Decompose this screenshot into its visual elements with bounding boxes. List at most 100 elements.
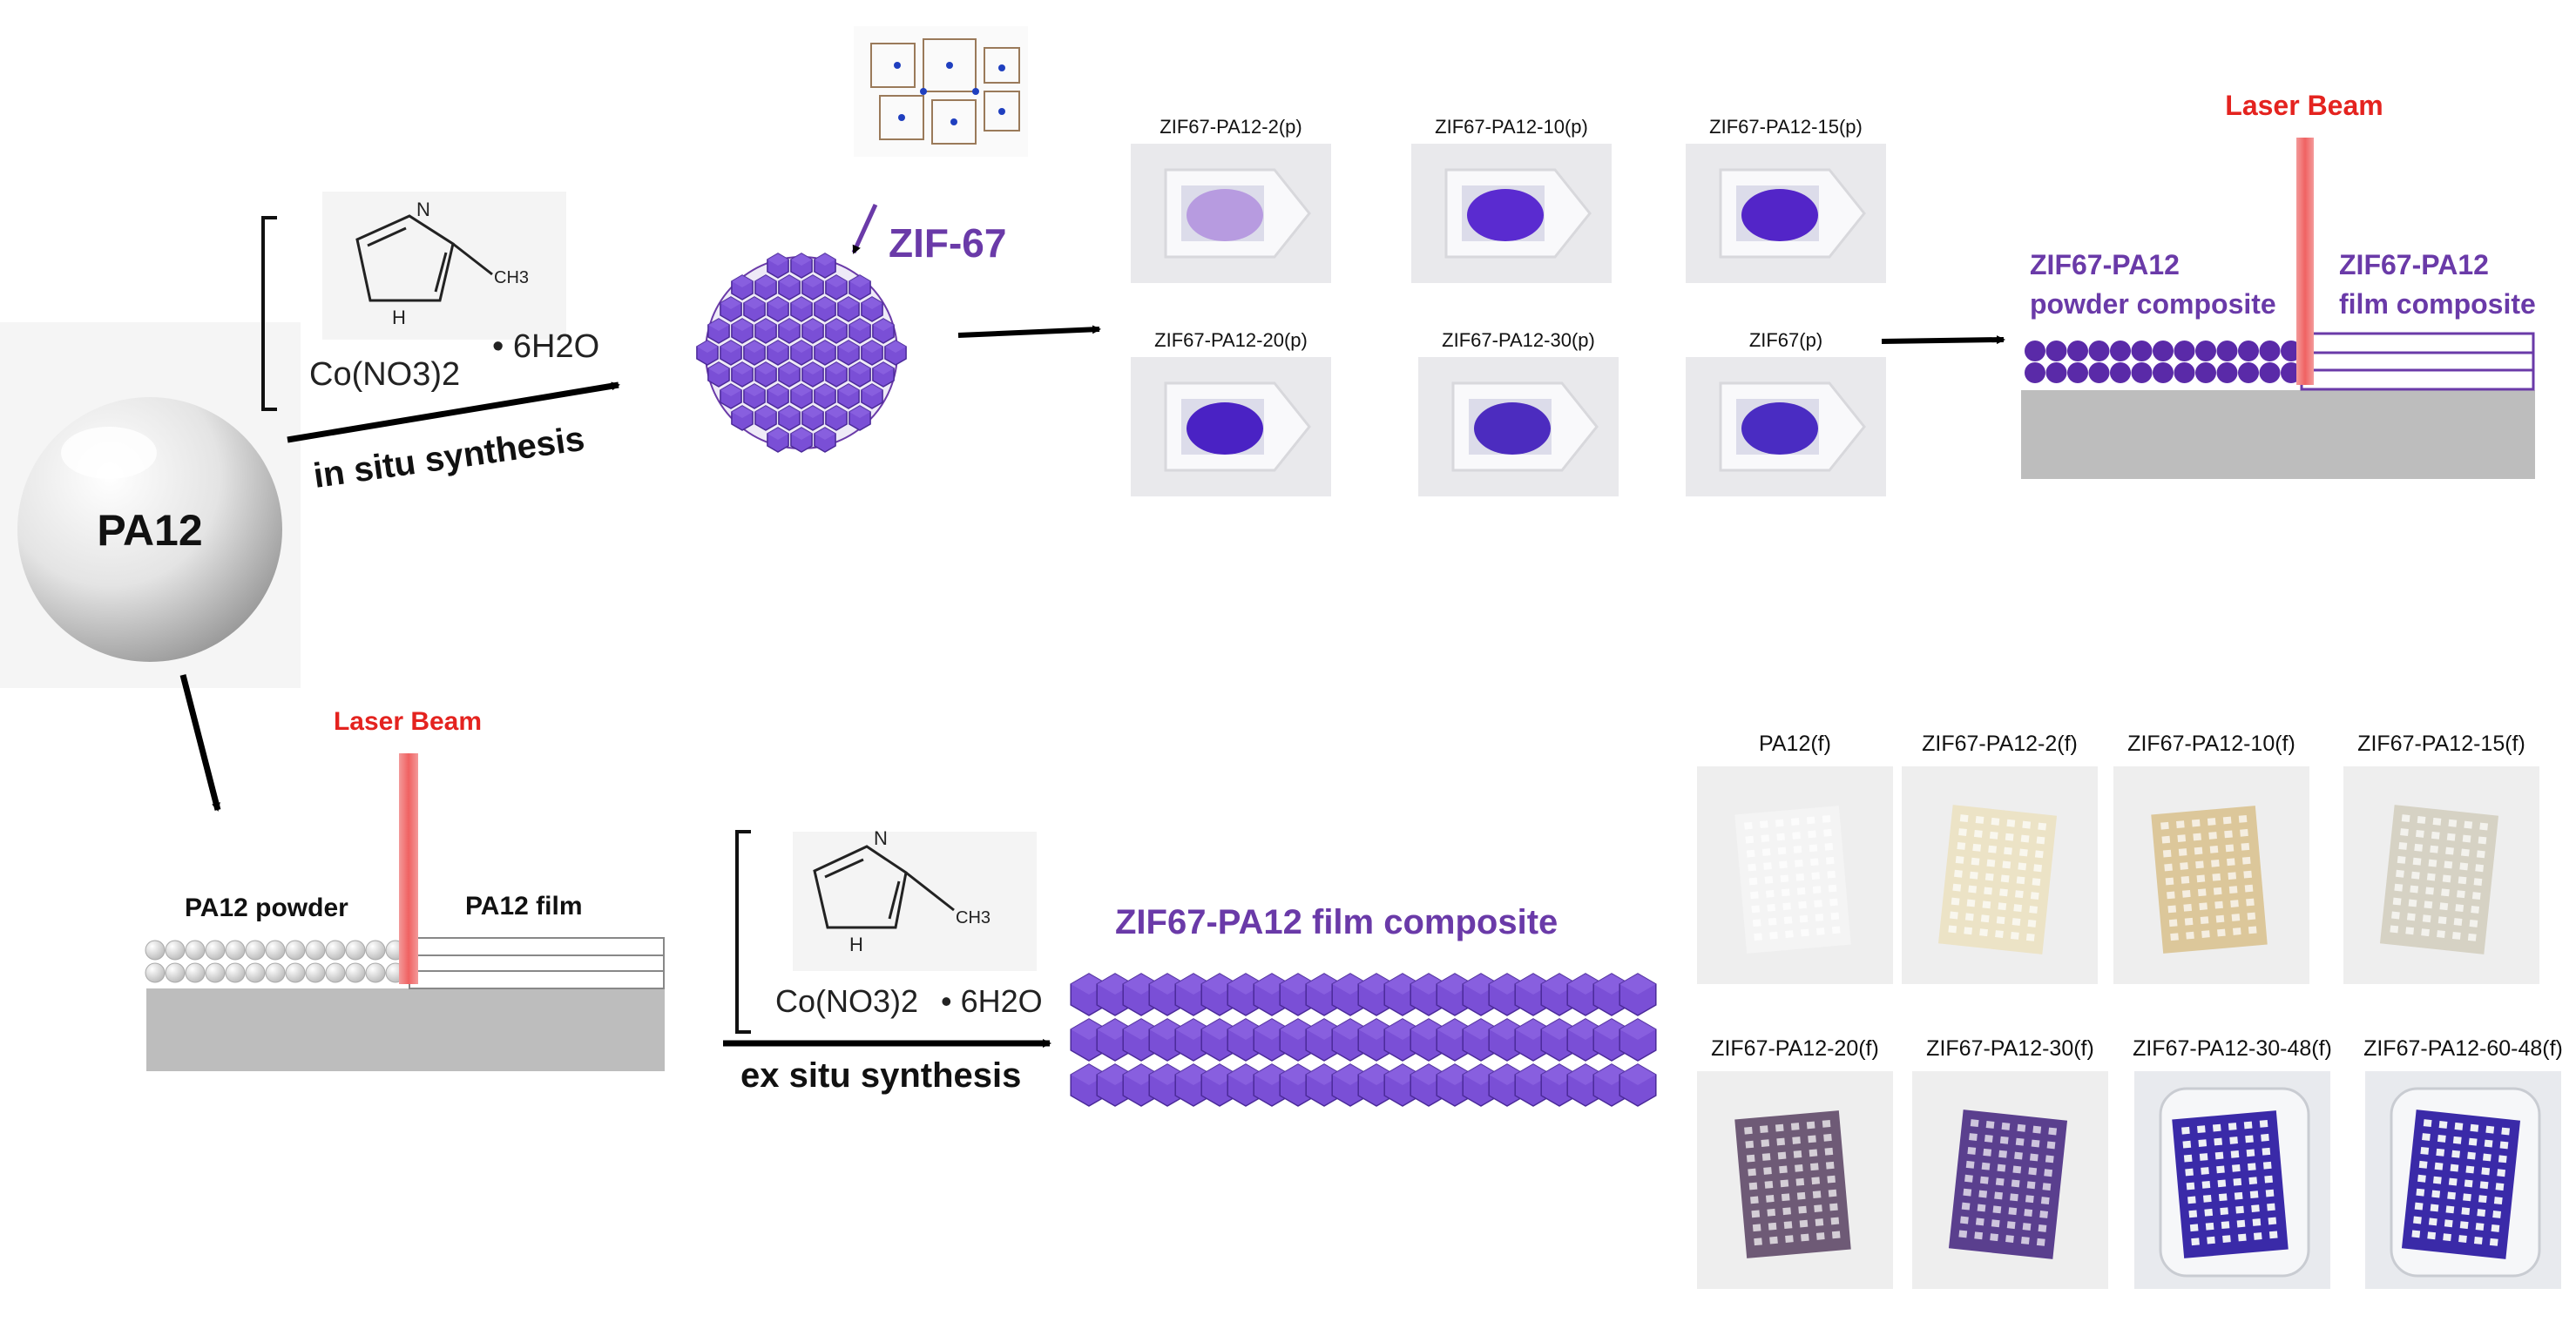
powder-bead <box>2067 362 2088 383</box>
film-photo: ZIF67-PA12-2(f) <box>1902 732 2098 984</box>
bottom-salt-formula: Co(NO3)2 <box>775 983 918 1019</box>
film-composite-label-line1: ZIF67-PA12 <box>2339 249 2489 280</box>
zif67-crystal <box>767 340 789 366</box>
powder-photo: ZIF67-PA12-30(p) <box>1418 329 1619 496</box>
to-laser-sintering-arrow <box>179 674 221 812</box>
film-photo-label: ZIF67-PA12-30-48(f) <box>2133 1036 2332 1061</box>
top-laser-label: Laser Beam <box>2225 90 2383 121</box>
powder-bead <box>2174 362 2195 383</box>
powder-bead <box>2259 341 2281 361</box>
zif67-crystal <box>778 405 801 431</box>
zif67-crystal <box>837 383 860 409</box>
powder-bead <box>2025 362 2045 383</box>
film-photo-label: ZIF67-PA12-10(f) <box>2127 732 2295 756</box>
powder-bead <box>365 962 386 983</box>
powder-bead <box>225 940 246 961</box>
powder-bead <box>2131 341 2153 361</box>
powder-bead <box>2110 341 2131 361</box>
zif67-pointer-arrow <box>851 203 878 254</box>
zif67-crystal <box>790 427 813 453</box>
zif67-crystal <box>754 274 777 300</box>
powder-bead <box>2088 341 2110 361</box>
in-situ-arrow <box>287 381 620 443</box>
film-photo: ZIF67-PA12-20(f) <box>1697 1036 1893 1289</box>
powder-bead <box>185 962 206 983</box>
top-molecule-n: N <box>416 199 430 220</box>
pa12-film-label: PA12 film <box>465 892 583 921</box>
bottom-imidazole-molecule <box>793 832 1037 971</box>
film-crystal <box>1619 1063 1657 1107</box>
powder-bead <box>305 962 326 983</box>
zif67-crystal <box>754 318 777 344</box>
zif67-crystal <box>720 383 742 409</box>
powder-bead <box>345 962 366 983</box>
powder-photo-label: ZIF67-PA12-2(p) <box>1160 116 1302 138</box>
powder-bead <box>325 940 346 961</box>
zif67-crystal <box>801 405 824 431</box>
top-molecule-nh: H <box>392 307 406 328</box>
powder-bead <box>225 962 246 983</box>
zif67-label: ZIF-67 <box>889 220 1006 266</box>
top-film-layers <box>2300 332 2535 391</box>
powder-bead <box>2216 362 2238 383</box>
pa12-label: PA12 <box>97 506 202 555</box>
zif67-crystal <box>814 340 836 366</box>
zif67-crystal <box>872 361 895 388</box>
zif67-crystal <box>696 340 719 366</box>
film-photo: ZIF67-PA12-60-48(f) <box>2363 1036 2563 1289</box>
zif67-crystal <box>801 274 824 300</box>
zif67-crystal <box>814 427 836 453</box>
zif67-crystal <box>743 296 766 322</box>
zif67-crystal <box>814 383 836 409</box>
film-photo-label: ZIF67-PA12-15(f) <box>2357 732 2525 756</box>
zif67-crystal <box>790 340 813 366</box>
powder-bead <box>205 940 226 961</box>
zif67-crystal <box>731 361 754 388</box>
powder-bead <box>265 940 286 961</box>
powder-bead <box>205 962 226 983</box>
zif67-crystal <box>849 405 871 431</box>
powder-bead <box>2238 362 2259 383</box>
bottom-molecule-methyl: CH3 <box>956 908 991 927</box>
zif67-crystal <box>754 405 777 431</box>
zif67-crystal <box>849 361 871 388</box>
zif67-crystal <box>731 318 754 344</box>
zif67-crystal <box>825 405 848 431</box>
bottom-laser-label: Laser Beam <box>334 707 482 736</box>
top-salt-formula: Co(NO3)2 <box>309 356 460 393</box>
film-photo: ZIF67-PA12-30(f) <box>1912 1036 2108 1289</box>
zif67-crystal <box>754 361 777 388</box>
powder-bead <box>325 962 346 983</box>
film-photo: ZIF67-PA12-10(f) <box>2113 732 2309 984</box>
zif67-film-crystal-stack <box>1070 973 1657 1107</box>
powder-photo-label: ZIF67-PA12-15(p) <box>1709 116 1863 138</box>
zif67-crystal <box>861 340 883 366</box>
powder-bead <box>365 940 386 961</box>
powder-bead <box>285 962 306 983</box>
powder-bead <box>245 940 266 961</box>
powder-photo-label: ZIF67-PA12-30(p) <box>1442 329 1595 351</box>
zif67-crystal <box>801 361 824 388</box>
zif67-crystal <box>767 253 789 279</box>
pa12-powder-label: PA12 powder <box>185 894 348 922</box>
top-imidazole-molecule <box>322 192 566 340</box>
film-composite-title: ZIF67-PA12 film composite <box>1115 903 1558 941</box>
zif67-crystal <box>814 296 836 322</box>
zif67-crystal <box>731 274 754 300</box>
powder-bead <box>145 940 166 961</box>
powder-bead <box>2153 341 2174 361</box>
powder-bead <box>2195 341 2216 361</box>
bottom-laser-beam <box>399 753 418 984</box>
zif67-crystal <box>731 405 754 431</box>
top-molecule-methyl: CH3 <box>494 268 529 287</box>
zif67-crystal <box>849 274 871 300</box>
film-photo-label: ZIF67-PA12-30(f) <box>1926 1036 2094 1061</box>
powder-bead <box>165 962 186 983</box>
to-powder-composite-arrow <box>1881 335 2005 345</box>
bottom-molecule-n: N <box>874 827 888 849</box>
powder-bead <box>145 962 166 983</box>
powder-bead <box>2216 341 2238 361</box>
powder-photo-label: ZIF67-PA12-20(p) <box>1154 329 1308 351</box>
bottom-film-layers <box>409 937 665 989</box>
powder-bead <box>165 940 186 961</box>
